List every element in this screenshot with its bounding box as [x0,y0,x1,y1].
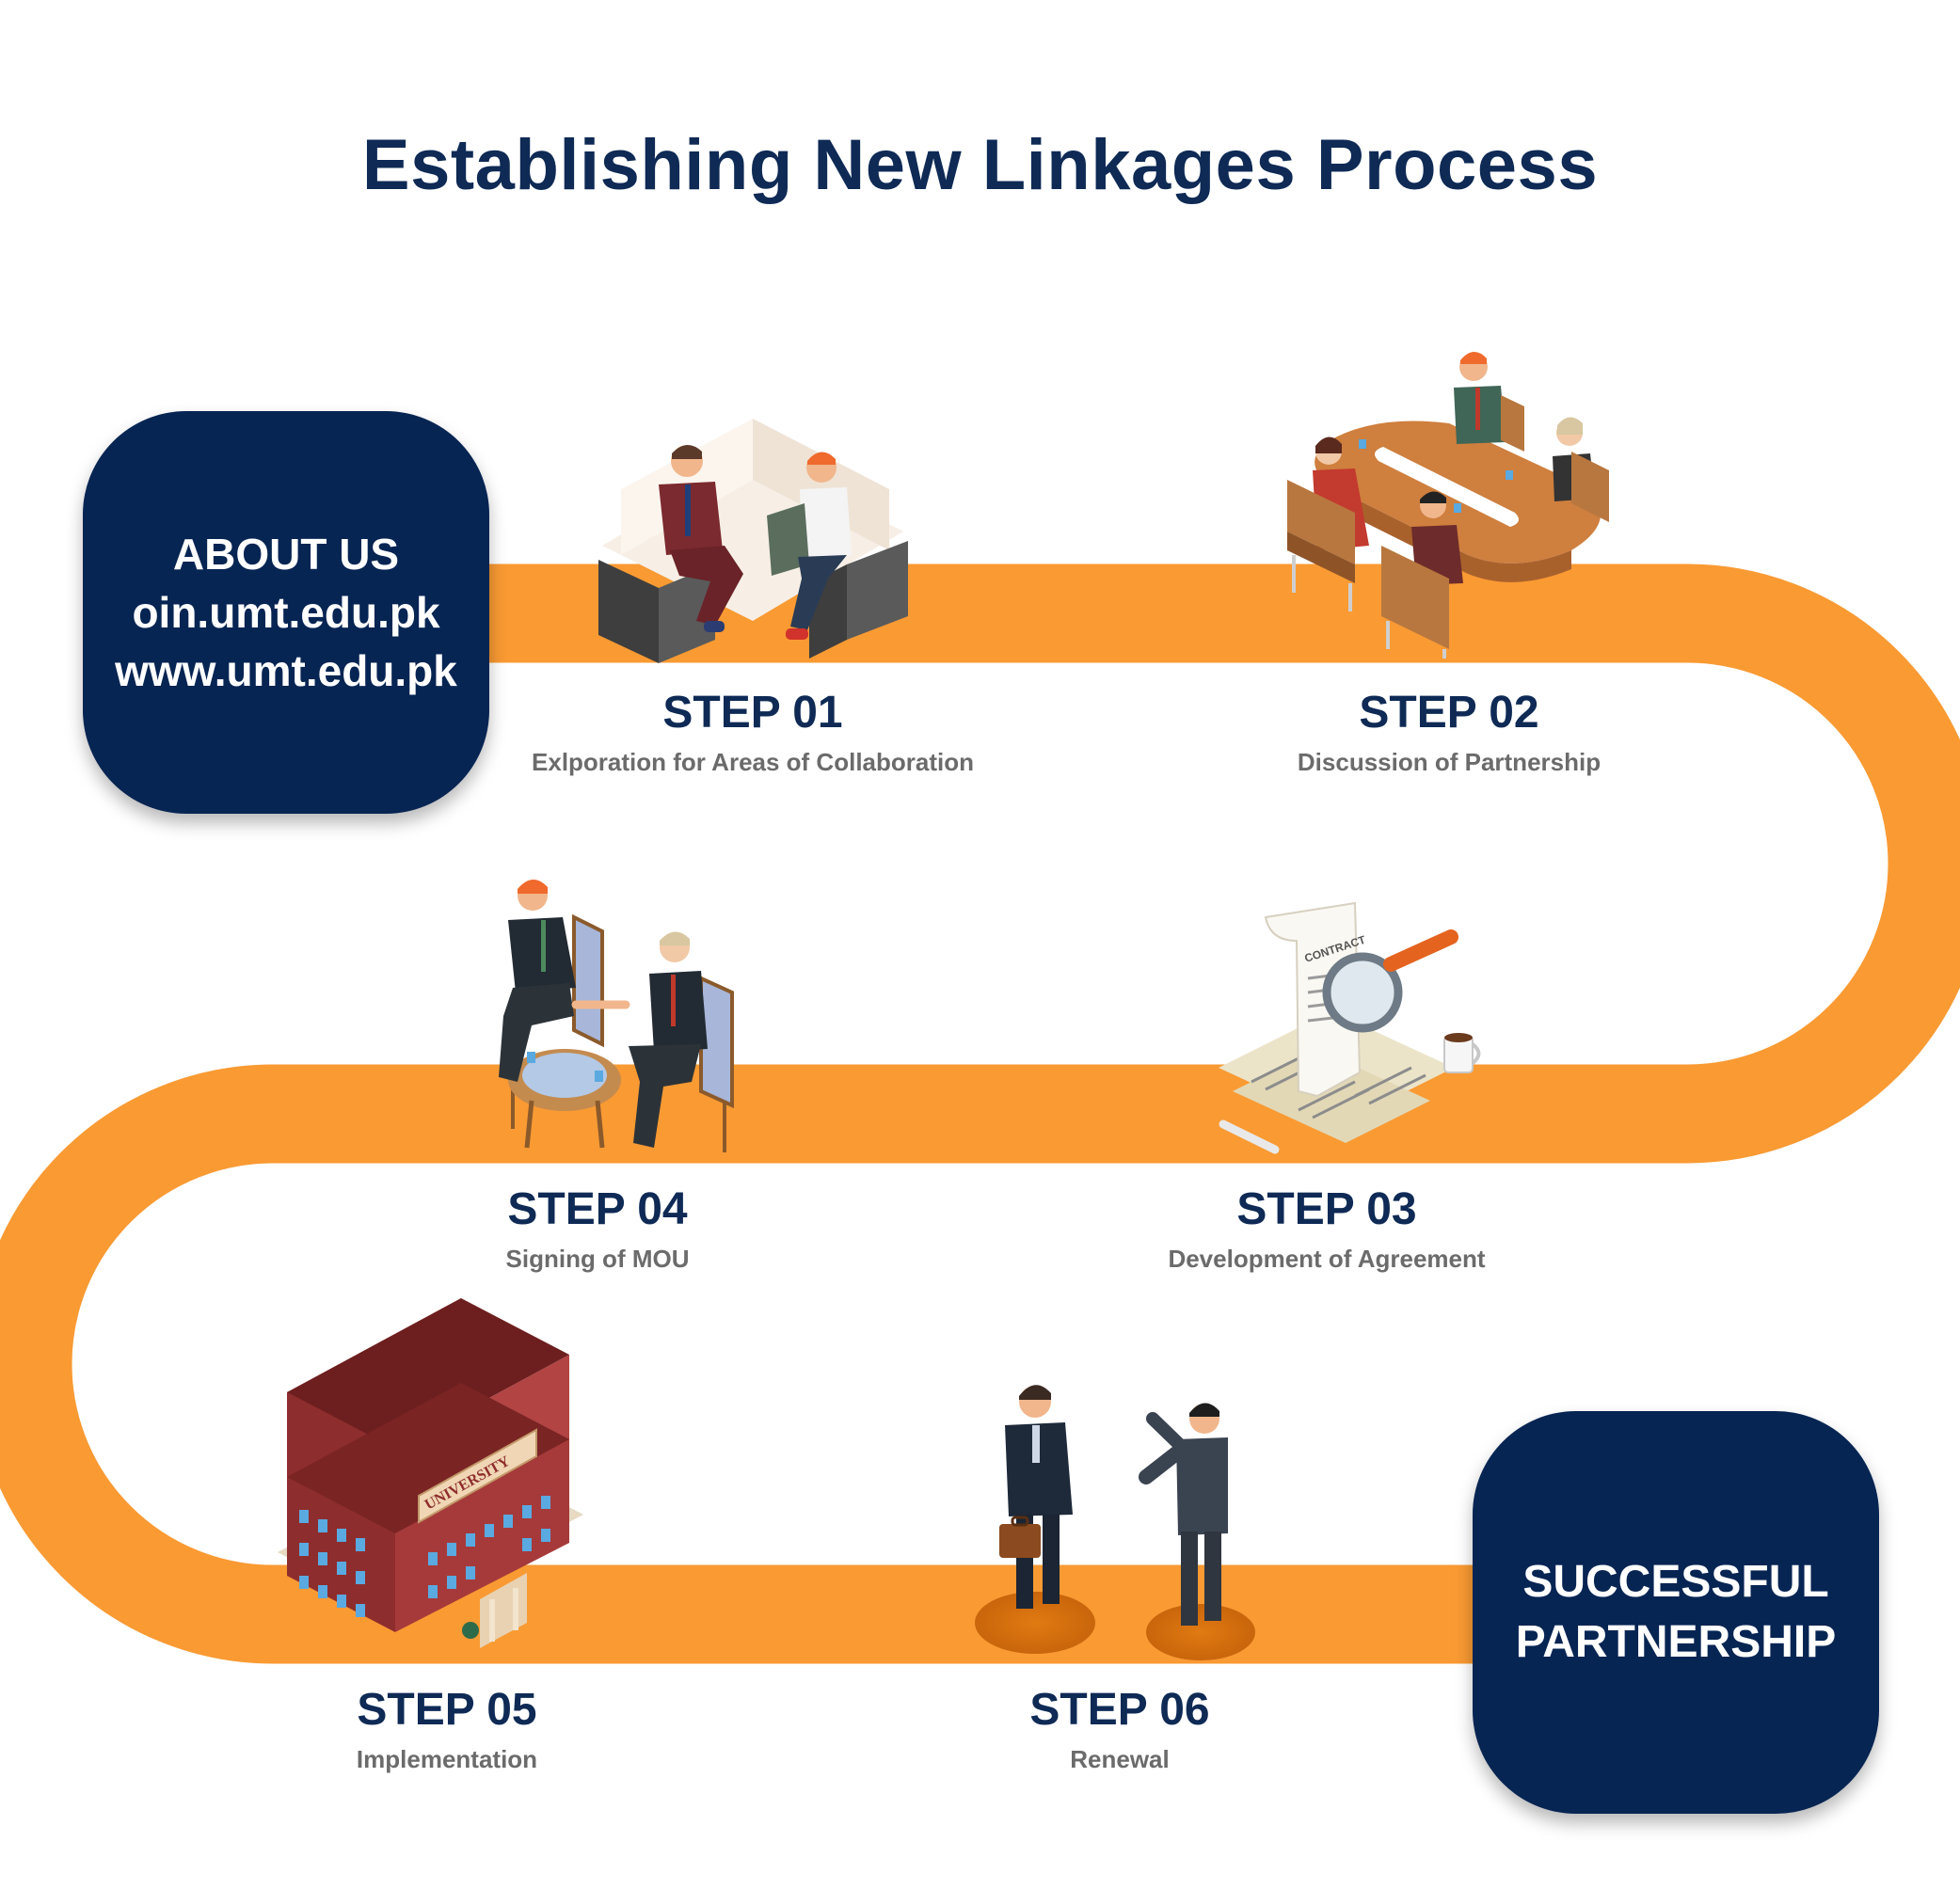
step-05-label: Implementation [356,1745,538,1773]
step-02-number: STEP 02 [1359,688,1539,738]
step-02-label: Discussion of Partnership [1297,748,1601,776]
process-path [0,564,1960,1664]
step-06-label: Renewal [1070,1745,1170,1773]
about-link-oin[interactable]: oin.umt.edu.pk [132,588,440,637]
success-line-1: SUCCESSFUL [1522,1557,1829,1607]
step-06: STEP 06 Renewal [1007,1684,1233,1778]
university-building-icon: UNIVERSITY [278,1298,583,1648]
about-us-box: ABOUT US oin.umt.edu.pk www.umt.edu.pk [83,411,489,814]
step-05-number: STEP 05 [357,1685,537,1735]
step-04: STEP 04 Signing of MOU [470,1183,725,1278]
step-05: STEP 05 Implementation [339,1684,555,1778]
step-03-label: Development of Agreement [1168,1245,1486,1273]
about-link-umt[interactable]: www.umt.edu.pk [115,646,457,695]
about-heading: ABOUT US [172,530,400,579]
step-04-label: Signing of MOU [505,1245,690,1273]
contract-magnifier-icon: CONTRACT [1219,901,1481,1154]
step-02: STEP 02 Discussion of Partnership [1261,687,1637,781]
step-01-number: STEP 01 [662,688,843,738]
businessmen-talking-icon [975,1385,1255,1660]
conference-table-icon [1287,351,1609,659]
successful-partnership-box: SUCCESSFUL PARTNERSHIP [1473,1411,1879,1814]
step-01: STEP 01 Exlporation for Areas of Collabo… [527,687,979,781]
step-01-label: Exlporation for Areas of Collaboration [532,748,974,776]
step-03: STEP 03 Development of Agreement [1148,1183,1506,1278]
step-04-number: STEP 04 [507,1184,688,1234]
handshake-icon [499,879,734,1152]
meeting-sofa-icon [598,419,908,663]
step-03-number: STEP 03 [1236,1184,1417,1234]
page-title: Establishing New Linkages Process [361,125,1599,205]
success-line-2: PARTNERSHIP [1515,1617,1837,1667]
step-06-number: STEP 06 [1029,1685,1210,1735]
